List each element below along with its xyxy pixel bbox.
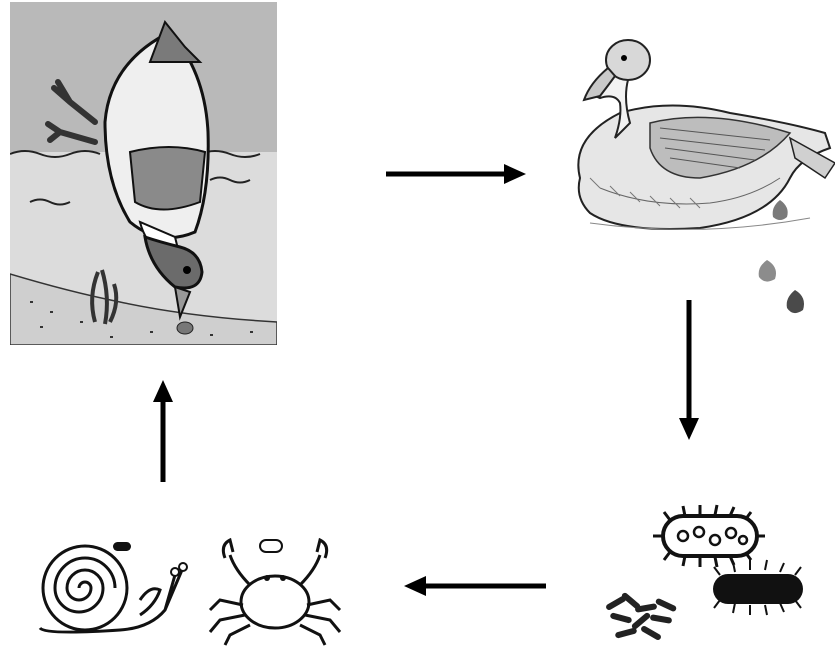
droppings-icon [755, 195, 815, 325]
diving-duck-icon [10, 2, 277, 345]
bacterium-small [260, 540, 282, 552]
arrow-left [404, 574, 546, 598]
bacterium-small [113, 542, 131, 551]
arrow-right [386, 162, 526, 186]
snail-panel [0, 510, 195, 650]
diving-duck-panel [10, 2, 277, 345]
crab-panel [195, 510, 355, 650]
snail-icon [0, 510, 195, 650]
bacteria-icon [595, 480, 835, 650]
arrow-up [151, 380, 175, 482]
bacteria-panel [595, 480, 835, 650]
crab-icon [195, 510, 355, 650]
bacterium-rod [713, 560, 803, 615]
bacteria-cluster [605, 592, 677, 641]
arrow-down [677, 300, 701, 440]
bacterium-oval [653, 505, 765, 567]
